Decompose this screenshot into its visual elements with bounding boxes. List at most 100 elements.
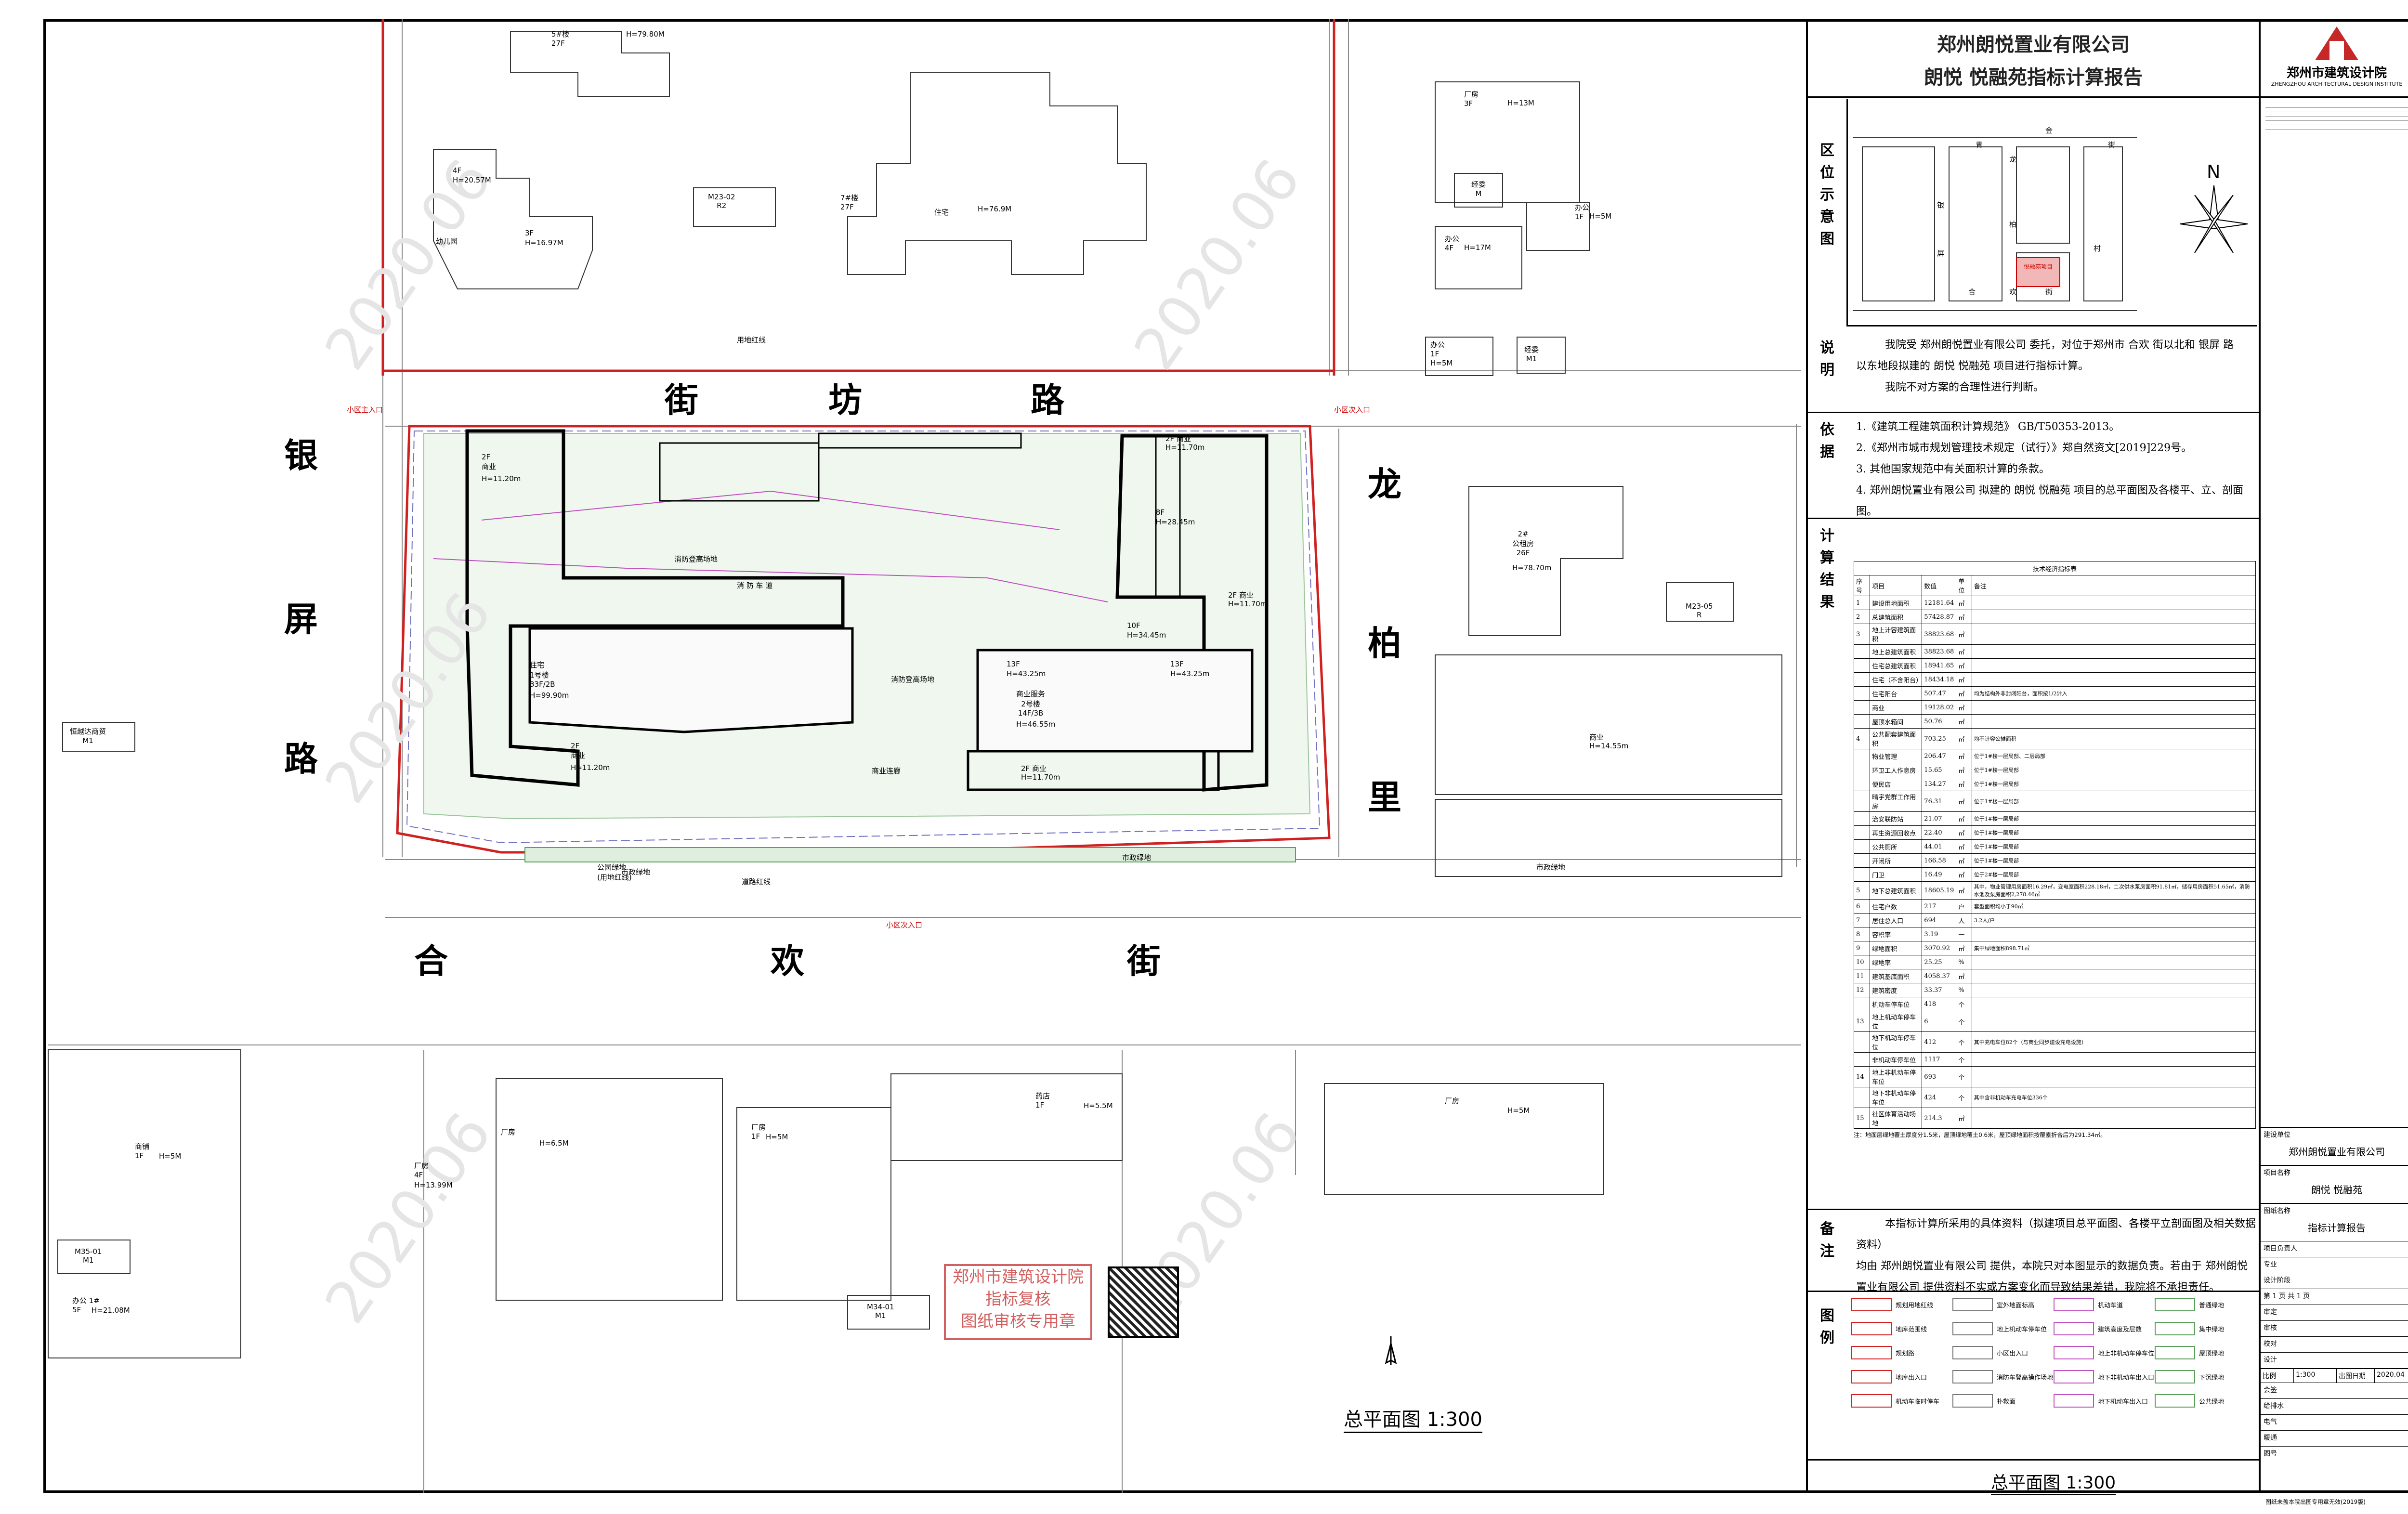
table-cell-item: 住宅（不含阳台） xyxy=(1870,672,1923,687)
neighbor-height: H=5M xyxy=(1430,359,1453,367)
legend-label: 集中绿地 xyxy=(2199,1326,2225,1333)
section-location: 区 位 示 意 图 xyxy=(1820,142,1834,248)
table-cell-value: 1117 xyxy=(1922,1052,1957,1067)
legend-swatch-icon xyxy=(2054,1298,2094,1311)
street-west-3: 路 xyxy=(284,739,318,779)
neighbor-label: 经委 M1 xyxy=(1524,345,1539,363)
sign-field: 设计阶段 xyxy=(2261,1273,2408,1289)
explain-line: 以东地段拟建的 朗悦 悦融苑 项目进行指标计算。 xyxy=(1856,360,2089,372)
neighbor-height: H=5.5M xyxy=(1084,1101,1113,1110)
table-cell-unit: 个 xyxy=(1956,1011,1972,1032)
building-height: H=34.45m xyxy=(1127,631,1166,640)
project-label: 项目名称 xyxy=(2261,1165,2408,1179)
table-cell-value: 15.65 xyxy=(1922,763,1957,777)
basis-line: 4. 郑州朗悦置业有限公司 拟建的 朗悦 悦融苑 项目的总平面图及各楼平、立、剖… xyxy=(1856,484,2243,518)
street-south-2: 欢 xyxy=(771,941,804,981)
map-street: 欢 xyxy=(2009,287,2017,296)
table-cell-item: 商业 xyxy=(1870,700,1923,715)
table-cell-no: 4 xyxy=(1853,728,1871,749)
divider xyxy=(1808,412,2259,413)
neighbor-label: 厂房 1F xyxy=(751,1123,766,1141)
map-street: 金 xyxy=(2045,126,2053,135)
table-cell-no xyxy=(1853,749,1871,763)
street-east-3: 里 xyxy=(1368,778,1401,817)
table-cell-unit: ㎡ xyxy=(1956,749,1972,763)
table-cell-no xyxy=(1853,686,1871,701)
table-cell-item: 地上机动车停车位 xyxy=(1870,1011,1923,1032)
table-cell-value: 33.37 xyxy=(1922,983,1957,997)
map-street: 合 xyxy=(1968,287,1976,296)
building-label: 13F xyxy=(1007,660,1020,668)
notes-line: 本指标计算所采用的具体资料（拟建项目总平面图、各楼平立剖面图及相关数据资料） xyxy=(1856,1218,2256,1251)
table-cell-note: 3.2人/户 xyxy=(1971,913,2256,927)
table-cell-no xyxy=(1853,811,1871,826)
legend-swatch-icon xyxy=(2054,1322,2094,1335)
table-header: 序号 xyxy=(1853,575,1871,596)
table-cell-no xyxy=(1853,825,1871,840)
table-cell-item: 住宅阳台 xyxy=(1870,686,1923,701)
neighbor-height: H=20.57M xyxy=(453,176,491,184)
neighbor-label: 恒越达商贸 M1 xyxy=(70,727,106,745)
table-cell-note: 位于1#楼一层局部 xyxy=(1971,763,2256,777)
legend-item: 地库出入口 xyxy=(1851,1370,1952,1383)
table-cell-note: 位于1#楼一层局部 xyxy=(1971,853,2256,868)
table-cell-no: 6 xyxy=(1853,899,1871,914)
table-cell-item: 建筑密度 xyxy=(1870,983,1923,997)
fire-area-label: 消防登高场地 xyxy=(674,555,718,563)
legend-item: 扑救面 xyxy=(1952,1394,2054,1408)
legend-swatch-icon xyxy=(2054,1370,2094,1383)
table-cell-value: 21.07 xyxy=(1922,811,1957,826)
map-street: 柏 xyxy=(2009,220,2017,229)
building-height: H=11.20m xyxy=(571,763,610,772)
table-cell-unit: ㎡ xyxy=(1956,610,1972,624)
building-label: 2F 商业 xyxy=(1021,764,1047,773)
table-cell-no xyxy=(1853,1052,1871,1067)
sign-field: 审核 xyxy=(2261,1320,2408,1336)
table-cell-note: 其中充电车位82个（与商业同步建设充电设施） xyxy=(1971,1031,2256,1053)
table-cell-unit: ㎡ xyxy=(1956,969,1972,983)
building-height: H=11.70m xyxy=(1228,600,1268,608)
legend-swatch-icon xyxy=(2155,1394,2195,1408)
table-cell-note xyxy=(1971,596,2256,610)
street-east-1: 龙 xyxy=(1368,465,1401,504)
basis-line: 2.《郑州市城市规划管理技术规定（试行）》郑自然资文[2019]229号。 xyxy=(1856,442,2192,454)
table-cell-value: 3.19 xyxy=(1922,927,1957,941)
legend-swatch-icon xyxy=(1851,1298,1892,1311)
stamp-line: 指标复核 xyxy=(985,1290,1051,1309)
table-cell-unit: ㎡ xyxy=(1956,728,1972,749)
legend-item: 地下机动车出入口 xyxy=(2054,1394,2155,1408)
table-cell-value: 418 xyxy=(1922,997,1957,1011)
neighbor-height: H=14.55m xyxy=(1589,742,1629,750)
drawing-name: 指标计算报告 xyxy=(2308,1222,2366,1234)
table-cell-unit: ㎡ xyxy=(1956,686,1972,701)
legend-swatch-icon xyxy=(1851,1322,1892,1335)
neighbor-label: 幼儿园 xyxy=(436,237,458,246)
neighbor-label: 办公 1# 5F xyxy=(72,1296,100,1314)
neighbor-label: 厂房 3F xyxy=(1464,90,1479,108)
table-header: 项目 xyxy=(1870,575,1923,596)
building-label: 商业服务 2号楼 14F/3B xyxy=(1016,690,1046,718)
neighbor-label: 办公 1F xyxy=(1575,203,1590,221)
table-cell-item: 地上计容建筑面积 xyxy=(1870,624,1923,645)
table-cell-unit: 人 xyxy=(1956,913,1972,927)
table-cell-note: 位于1#楼一层局部、二层局部 xyxy=(1971,749,2256,763)
basis-line: 1.《建筑工程建筑面积计算规范》 GB/T50353-2013。 xyxy=(1856,421,2120,433)
sign-field: 项目负责人 xyxy=(2261,1241,2408,1257)
neighbor-height: H=79.80M xyxy=(626,30,665,39)
table-cell-unit: 个 xyxy=(1956,1052,1972,1067)
review-stamp: 郑州市建筑设计院 指标复核 图纸审核专用章 xyxy=(944,1264,1092,1340)
legend-item: 屋顶绿地 xyxy=(2155,1346,2256,1359)
table-cell-no xyxy=(1853,839,1871,854)
building-height: H=43.25m xyxy=(1007,669,1046,678)
building-height: H=43.25m xyxy=(1170,669,1210,678)
parcel-label: M23-05 R xyxy=(1686,602,1713,619)
table-header: 单位 xyxy=(1956,575,1972,596)
table-cell-item: 机动车停车位 xyxy=(1870,997,1923,1011)
